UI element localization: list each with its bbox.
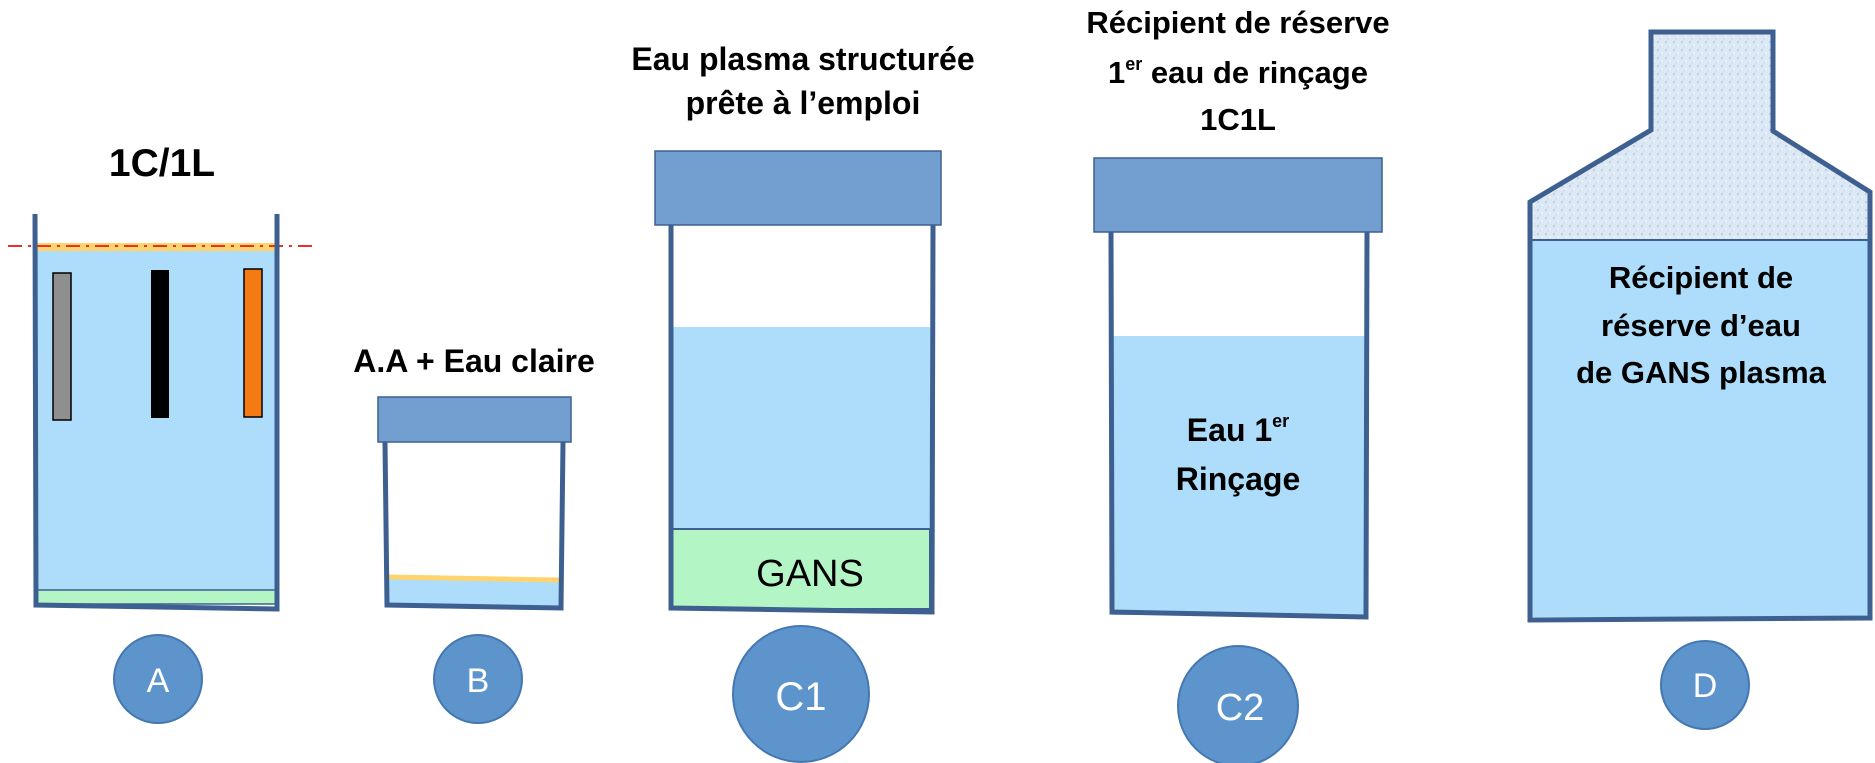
container-d: Récipient de réserve d’eau de GANS plasm… — [1527, 29, 1873, 730]
container-c1-lid — [654, 150, 942, 226]
marker-label-b: B — [467, 662, 490, 700]
container-c2-water — [1112, 336, 1366, 615]
container-c2-title-line2-rest: eau de rinçage — [1142, 55, 1368, 90]
container-b-title: A.A + Eau claire — [353, 343, 595, 379]
marker-label-d: D — [1693, 667, 1718, 705]
container-b-oil-line — [388, 574, 560, 583]
marker-label-a: A — [147, 662, 170, 700]
container-c2-title-line2: 1er eau de rinçage — [1108, 54, 1368, 90]
container-c1-gans-label: GANS — [756, 553, 864, 595]
container-c2-inner-line1-sup: er — [1272, 411, 1289, 431]
container-c2-inner-line1-main: Eau 1 — [1187, 412, 1272, 448]
container-c1: Eau plasma structurée prête à l’emploi G… — [631, 41, 975, 763]
electrode-black — [151, 270, 169, 418]
container-d-inner-line1: Récipient de — [1609, 260, 1793, 295]
container-a: 1C/1L A — [8, 142, 312, 724]
container-c1-title-line1: Eau plasma structurée — [631, 41, 974, 77]
container-b-lid — [377, 396, 572, 443]
container-b: A.A + Eau claire B — [353, 343, 595, 724]
container-d-outline — [1527, 29, 1873, 623]
container-c1-outline — [668, 224, 936, 615]
marker-circle-c1 — [732, 625, 870, 763]
container-d-gans-layer — [1532, 32, 1870, 240]
marker-label-c2: C2 — [1216, 687, 1265, 729]
container-c2-outline — [1108, 231, 1370, 620]
container-d-inner-line3: de GANS plasma — [1576, 355, 1827, 390]
container-a-title: 1C/1L — [109, 142, 215, 185]
container-c2-inner-line1: Eau 1er — [1187, 411, 1289, 448]
container-a-bottom-layer — [36, 589, 278, 605]
container-c1-water — [672, 327, 930, 529]
marker-circle-c2 — [1177, 645, 1299, 763]
container-c1-title-line2: prête à l’emploi — [686, 85, 921, 121]
container-c2-title-line3: 1C1L — [1200, 102, 1276, 137]
container-a-outline — [32, 213, 280, 612]
electrode-orange — [243, 268, 263, 418]
marker-label-c1: C1 — [775, 675, 826, 719]
container-c2-title-line1: Récipient de réserve — [1086, 5, 1389, 40]
container-c2-title-line2-sup: er — [1125, 54, 1142, 74]
marker-circle-b — [433, 634, 523, 724]
container-c2-lid — [1093, 157, 1383, 233]
container-c2-title-line2-main: 1 — [1108, 55, 1125, 90]
marker-circle-d — [1660, 640, 1750, 730]
container-c2-inner-line2: Rinçage — [1176, 461, 1300, 497]
container-d-inner-line2: réserve d’eau — [1601, 308, 1801, 343]
container-b-water — [387, 577, 561, 607]
container-d-water — [1532, 240, 1870, 617]
marker-circle-a — [113, 634, 203, 724]
container-b-outline — [382, 441, 566, 611]
electrode-grey — [52, 272, 72, 421]
container-c2: Récipient de réserve 1er eau de rinçage … — [1086, 5, 1390, 763]
